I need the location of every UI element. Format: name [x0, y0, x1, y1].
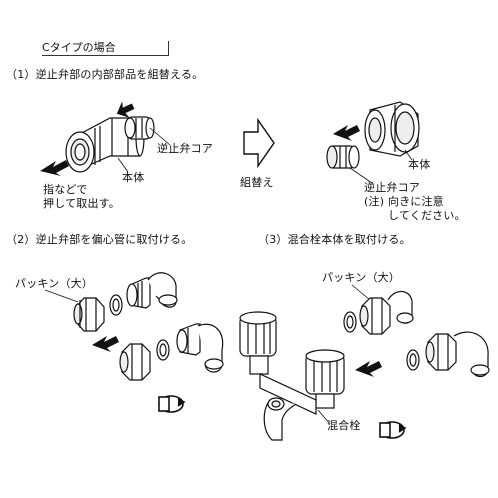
- leader-line-faucet: [317, 409, 331, 425]
- push-out-text-1: 指などで: [43, 183, 88, 196]
- body-label-left: 本体: [122, 171, 145, 184]
- body-label-right: 本体: [408, 158, 431, 171]
- valve-assembly-right: [359, 290, 414, 335]
- leader-line-body-right: [404, 149, 413, 161]
- section-title: Cタイプの場合: [42, 41, 116, 54]
- mixing-faucet-label: 混合栓: [327, 419, 361, 432]
- valve-assembly-lower: [119, 343, 151, 381]
- valve-body-right: [364, 101, 420, 157]
- check-valve-core-label: 逆止弁コア: [157, 142, 213, 155]
- packing-ring-lower: [156, 339, 170, 361]
- check-valve-core-right: [326, 145, 360, 169]
- step1-text: （1）逆止弁部の内部部品を組替える。: [6, 68, 204, 81]
- mixing-faucet-body: [239, 311, 345, 441]
- rotate-arrow-icon: [379, 421, 407, 439]
- note-text-2: してください。: [388, 209, 466, 222]
- section-header: Cタイプの場合: [42, 41, 169, 56]
- reassemble-label: 組替え: [240, 176, 274, 189]
- push-arrow-icon: [92, 336, 119, 352]
- push-arrow-icon: [355, 361, 382, 377]
- packing-label-right: パッキン（大）: [322, 271, 401, 284]
- check-valve-core-left: [124, 116, 155, 140]
- eccentric-pipe-upper: [126, 272, 178, 309]
- step2-text: （2）逆止弁部を偏心管に取付ける。: [6, 233, 193, 246]
- push-arrow-icon: [333, 125, 360, 141]
- packing-ring-left: [109, 294, 123, 316]
- packing-ring-lower-right: [406, 349, 420, 371]
- hollow-arrow-icon: [243, 117, 275, 169]
- packing-label-left: パッキン（大）: [15, 277, 94, 290]
- check-valve-core-label-right: 逆止弁コア: [364, 181, 420, 194]
- note-text-1: (注) 向きに注意: [364, 195, 444, 208]
- push-arrow-icon: [40, 160, 69, 176]
- leader-line-core: [149, 127, 171, 146]
- valve-body-left: [65, 117, 145, 173]
- leader-line-core-right: [349, 167, 373, 184]
- eccentric-pipe-lower: [176, 323, 224, 373]
- rotate-arrow-icon: [158, 395, 186, 413]
- push-arrow-icon: [116, 101, 135, 118]
- leader-line-packing-left: [44, 289, 79, 303]
- packing-ring-right: [343, 311, 357, 333]
- push-out-text-2: 押して取出す。: [43, 197, 120, 210]
- step3-text: （3）混合栓本体を取付ける。: [258, 233, 411, 246]
- leader-line-packing-right: [351, 284, 371, 301]
- leader-line-body: [117, 157, 129, 173]
- valve-assembly-left: [73, 297, 105, 332]
- valve-assembly-lower-right: [425, 331, 490, 378]
